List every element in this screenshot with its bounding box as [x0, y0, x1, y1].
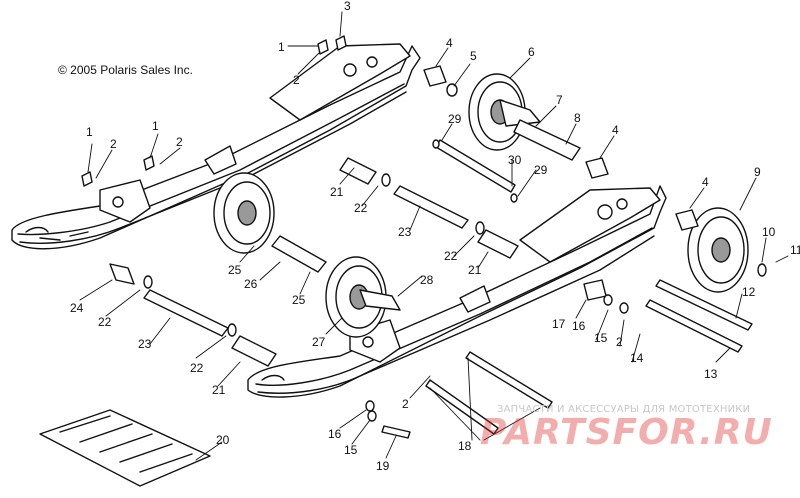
callout-11: 11 [790, 243, 800, 257]
callout-1-top: 1 [278, 40, 285, 54]
callout-7: 7 [556, 93, 563, 107]
idler-wheel-9 [687, 207, 749, 293]
callout-29-top: 29 [448, 112, 462, 126]
callout-21-top: 21 [330, 185, 344, 199]
callout-22-low: 22 [190, 361, 204, 375]
callout-4-right: 4 [702, 175, 709, 189]
callout-2-bottom: 2 [402, 397, 409, 411]
idler-wheel-left [213, 172, 275, 254]
callout-8: 8 [574, 111, 581, 125]
callout-27: 27 [312, 335, 326, 349]
callout-1-left-a: 1 [86, 125, 93, 139]
callout-4-mid: 4 [612, 123, 619, 137]
callout-19: 19 [376, 459, 390, 473]
callout-3: 3 [344, 0, 351, 13]
callout-28: 28 [420, 273, 434, 287]
callout-18: 18 [458, 439, 472, 453]
callout-17: 17 [552, 317, 566, 331]
callout-21-low: 21 [212, 383, 226, 397]
left-rail [11, 43, 421, 250]
callout-25-top: 25 [228, 263, 242, 277]
idler-wheel-6 [468, 73, 541, 151]
callout-5: 5 [470, 49, 477, 63]
callout-16-right: 16 [572, 319, 586, 333]
callout-4-top: 4 [446, 36, 453, 50]
callout-29-mid: 29 [534, 163, 548, 177]
callout-labels: 3 1 2 4 5 6 7 8 4 29 30 29 4 9 10 11 12 … [70, 0, 800, 473]
callout-21-mid: 21 [468, 263, 482, 277]
callout-2-left-b: 2 [176, 135, 183, 149]
callout-30: 30 [508, 153, 522, 167]
callout-16-bottom: 16 [328, 427, 342, 441]
callout-2-top: 2 [293, 73, 300, 87]
copyright-notice: © 2005 Polaris Sales Inc. [58, 63, 193, 77]
small-parts [81, 35, 767, 422]
callout-23-top: 23 [398, 225, 412, 239]
callout-24: 24 [70, 301, 84, 315]
callout-22-left: 22 [98, 315, 112, 329]
skid-plate [39, 409, 211, 487]
callout-22-mid: 22 [444, 249, 458, 263]
idler-wheel-27 [325, 256, 401, 338]
callout-15-right: 15 [594, 331, 608, 345]
callout-13: 13 [704, 367, 718, 381]
callout-6: 6 [528, 45, 535, 59]
callout-9: 9 [754, 165, 761, 179]
callout-15-bottom: 15 [344, 443, 358, 457]
callout-14: 14 [630, 351, 644, 365]
callout-22-top: 22 [354, 201, 368, 215]
callout-26: 26 [244, 277, 258, 291]
callout-23-left: 23 [138, 337, 152, 351]
callout-10: 10 [762, 225, 776, 239]
callout-2-right: 2 [616, 335, 623, 349]
callout-20: 20 [216, 433, 230, 447]
callout-1-left-b: 1 [152, 119, 159, 133]
callout-12: 12 [742, 285, 756, 299]
shafts [109, 119, 753, 439]
watermark-subtitle: ЗАПЧАСТИ И АКСЕССУАРЫ ДЛЯ МОТОТЕХНИКИ [497, 404, 751, 415]
watermark-logo: PARTSFOR.RU [480, 412, 773, 453]
callout-25-bottom: 25 [292, 293, 306, 307]
leader-lines [79, 11, 789, 461]
callout-2-left-a: 2 [110, 137, 117, 151]
